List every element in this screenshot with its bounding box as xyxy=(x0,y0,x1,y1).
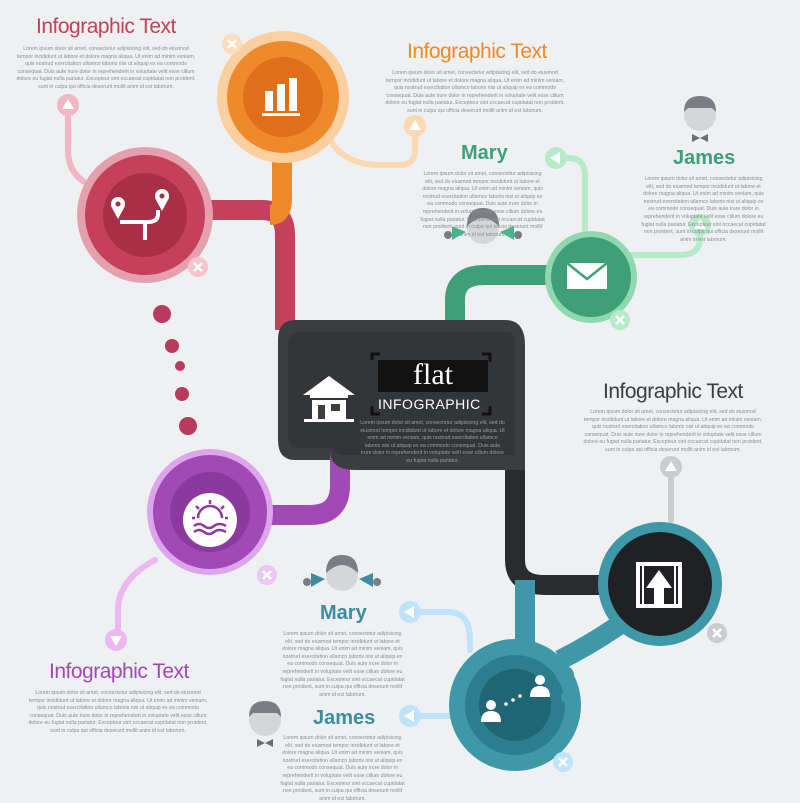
green-thin-connector-right xyxy=(622,222,703,258)
body-text-mary-bottom: Lorem ipsum dolor sit amet, consectetur … xyxy=(280,631,405,698)
avatar-mary-top xyxy=(444,208,522,244)
close-icon-dark[interactable] xyxy=(707,623,727,643)
name-james-bottom: James xyxy=(313,707,376,729)
teal-thin-connector-top xyxy=(409,609,473,653)
title-frame xyxy=(370,352,492,416)
teal-node[interactable] xyxy=(449,639,581,771)
arrow-up-icon-dark[interactable] xyxy=(660,456,682,478)
body-text-james-top: Lorem ipsum dolor sit amet, consectetur … xyxy=(641,176,766,243)
red-dots xyxy=(153,305,197,435)
name-james-top: James xyxy=(673,147,736,169)
body-text-mary-top: Lorem ipsum dolor sit amet, consectetur … xyxy=(420,171,545,238)
arrow-up-icon-green[interactable] xyxy=(689,214,711,236)
purple-thin-connector xyxy=(115,557,158,635)
center-subtitle: INFOGRAPHIC xyxy=(378,396,481,412)
body-text-james-bottom: Lorem ipsum dolor sit amet, consectetur … xyxy=(280,735,405,802)
upload-arrow-icon xyxy=(636,562,682,608)
body-text-right: Lorem ipsum dolor sit amet, consectetur … xyxy=(583,409,763,453)
avatar-mary-bottom xyxy=(303,555,381,591)
avatar-james-bottom xyxy=(249,701,281,747)
green-node[interactable] xyxy=(545,231,637,323)
body-text-bottom-left: Lorem ipsum dolor sit amet, consectetur … xyxy=(28,690,208,734)
green-thin-connector-left xyxy=(553,155,588,248)
avatar-james-top xyxy=(684,96,716,142)
route-pin-icon xyxy=(111,189,169,240)
orange-node[interactable] xyxy=(217,31,349,163)
body-text-top-center: Lorem ipsum dolor sit amet, consectetur … xyxy=(385,70,565,114)
close-icon-orange[interactable] xyxy=(222,34,242,54)
heading-top-left: Infographic Text xyxy=(36,15,176,38)
arrow-up-icon-orange[interactable] xyxy=(404,115,426,137)
heading-right: Infographic Text xyxy=(603,380,743,403)
envelope-icon xyxy=(566,262,608,289)
sun-sea-icon xyxy=(192,500,228,536)
arrow-up-icon-red[interactable] xyxy=(57,94,79,116)
arrow-left-icon-teal-bottom[interactable] xyxy=(399,705,421,727)
heading-top-center: Infographic Text xyxy=(407,40,547,63)
orange-thin-connector xyxy=(327,127,418,168)
close-icon-teal[interactable] xyxy=(553,752,573,772)
heading-bottom-left: Infographic Text xyxy=(49,660,189,683)
purple-node[interactable] xyxy=(147,449,273,575)
body-text-center: Lorem ipsum dolor sit amet, consectetur … xyxy=(360,420,505,464)
purple-pipe xyxy=(215,450,350,525)
dark-node[interactable] xyxy=(598,522,722,646)
chat-users-icon xyxy=(481,675,550,722)
bar-chart-icon xyxy=(262,78,300,116)
dark-pipe xyxy=(505,470,640,595)
close-icon-purple[interactable] xyxy=(257,565,277,585)
name-mary-top: Mary xyxy=(461,142,508,164)
arrow-left-icon-teal-top[interactable] xyxy=(399,601,421,623)
orange-pipe xyxy=(269,150,292,225)
arrow-left-icon-green[interactable] xyxy=(545,147,567,169)
arrow-down-icon-purple[interactable] xyxy=(105,629,127,651)
red-node[interactable] xyxy=(77,147,213,283)
red-thin-connector xyxy=(65,109,93,188)
body-text-top-left: Lorem ipsum dolor sit amet, consectetur … xyxy=(16,46,196,90)
center-title: flat xyxy=(378,360,488,392)
green-pipe xyxy=(445,265,575,335)
close-icon-red[interactable] xyxy=(188,257,208,277)
close-icon-green[interactable] xyxy=(610,310,630,330)
name-mary-bottom: Mary xyxy=(320,602,367,624)
house-icon xyxy=(303,376,355,422)
